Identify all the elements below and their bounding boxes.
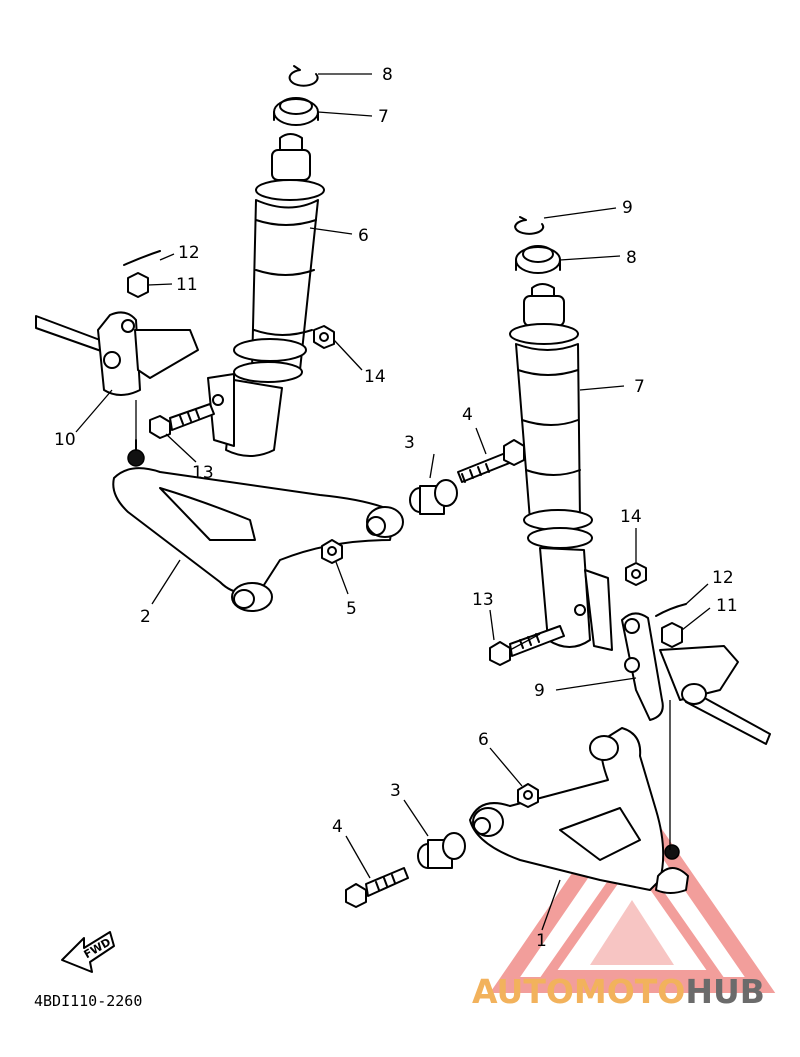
bolt-13-left [149, 403, 215, 439]
cotter-pin-right [655, 603, 687, 617]
shock-nut-left [273, 97, 319, 126]
callout-14-left: 14 [364, 367, 386, 387]
callout-13-left: 13 [192, 463, 214, 483]
cotter-pin-left [123, 250, 161, 266]
callout-4-left: 4 [462, 405, 473, 425]
callout-6-left: 6 [358, 226, 369, 246]
callout-6-right: 7 [634, 377, 645, 397]
shock-absorber-left [207, 133, 325, 457]
leader-lines [75, 73, 711, 931]
callout-1: 1 [536, 931, 547, 951]
nut-14-left [313, 325, 335, 349]
shock-absorber-right [509, 283, 613, 651]
bolt-13-right [489, 625, 565, 666]
callout-3-left: 3 [404, 433, 415, 453]
nut-5-left [321, 539, 343, 564]
watermark-logo [489, 785, 776, 993]
callout-5-right: 6 [478, 730, 489, 750]
callout-11-right: 11 [716, 596, 738, 616]
callout-4-right: 4 [332, 817, 343, 837]
nut-5-right [517, 783, 539, 808]
callout-2: 2 [140, 607, 151, 627]
bushing-3-left [409, 479, 458, 515]
watermark-text-hub: HUB [685, 972, 765, 1011]
callout-7-left: 7 [378, 107, 389, 127]
watermark-text-auto: AUTOMOTO [472, 972, 685, 1011]
callouts: 8 7 6 12 11 14 10 13 2 5 3 4 9 8 7 14 12… [54, 65, 738, 951]
castle-nut-left [127, 272, 149, 298]
circlip-right [514, 216, 545, 235]
bolt-4-right [345, 867, 409, 908]
callout-12-right: 12 [712, 568, 734, 588]
callout-8-left: 8 [382, 65, 393, 85]
lower-arm-right [469, 727, 689, 894]
fwd-arrow-icon: FWD [61, 931, 115, 973]
bolt-4-left [457, 439, 525, 483]
callout-12-left: 12 [178, 243, 200, 263]
callout-10: 10 [54, 430, 76, 450]
callout-13-right: 13 [472, 590, 494, 610]
lower-arm-left [112, 439, 404, 612]
callout-3-right: 3 [390, 781, 401, 801]
bushing-3-right [417, 832, 466, 869]
shock-nut-right [515, 245, 561, 274]
callout-9-visible: 9 [534, 681, 545, 701]
knuckle-right [621, 612, 771, 745]
watermark-text: AUTOMOTOHUB [472, 972, 765, 1011]
nut-14-right [625, 562, 647, 586]
callout-14-right: 14 [620, 507, 642, 527]
knuckle-left [35, 311, 199, 396]
callout-7-right: 8 [626, 248, 637, 268]
castle-nut-right [661, 622, 683, 648]
callout-11-left: 11 [176, 275, 198, 295]
callout-8-right: 9 [622, 198, 633, 218]
callout-5-left: 5 [346, 599, 357, 619]
circlip-left [288, 65, 319, 87]
drawing-code: 4BDI110-2260 [34, 992, 142, 1010]
